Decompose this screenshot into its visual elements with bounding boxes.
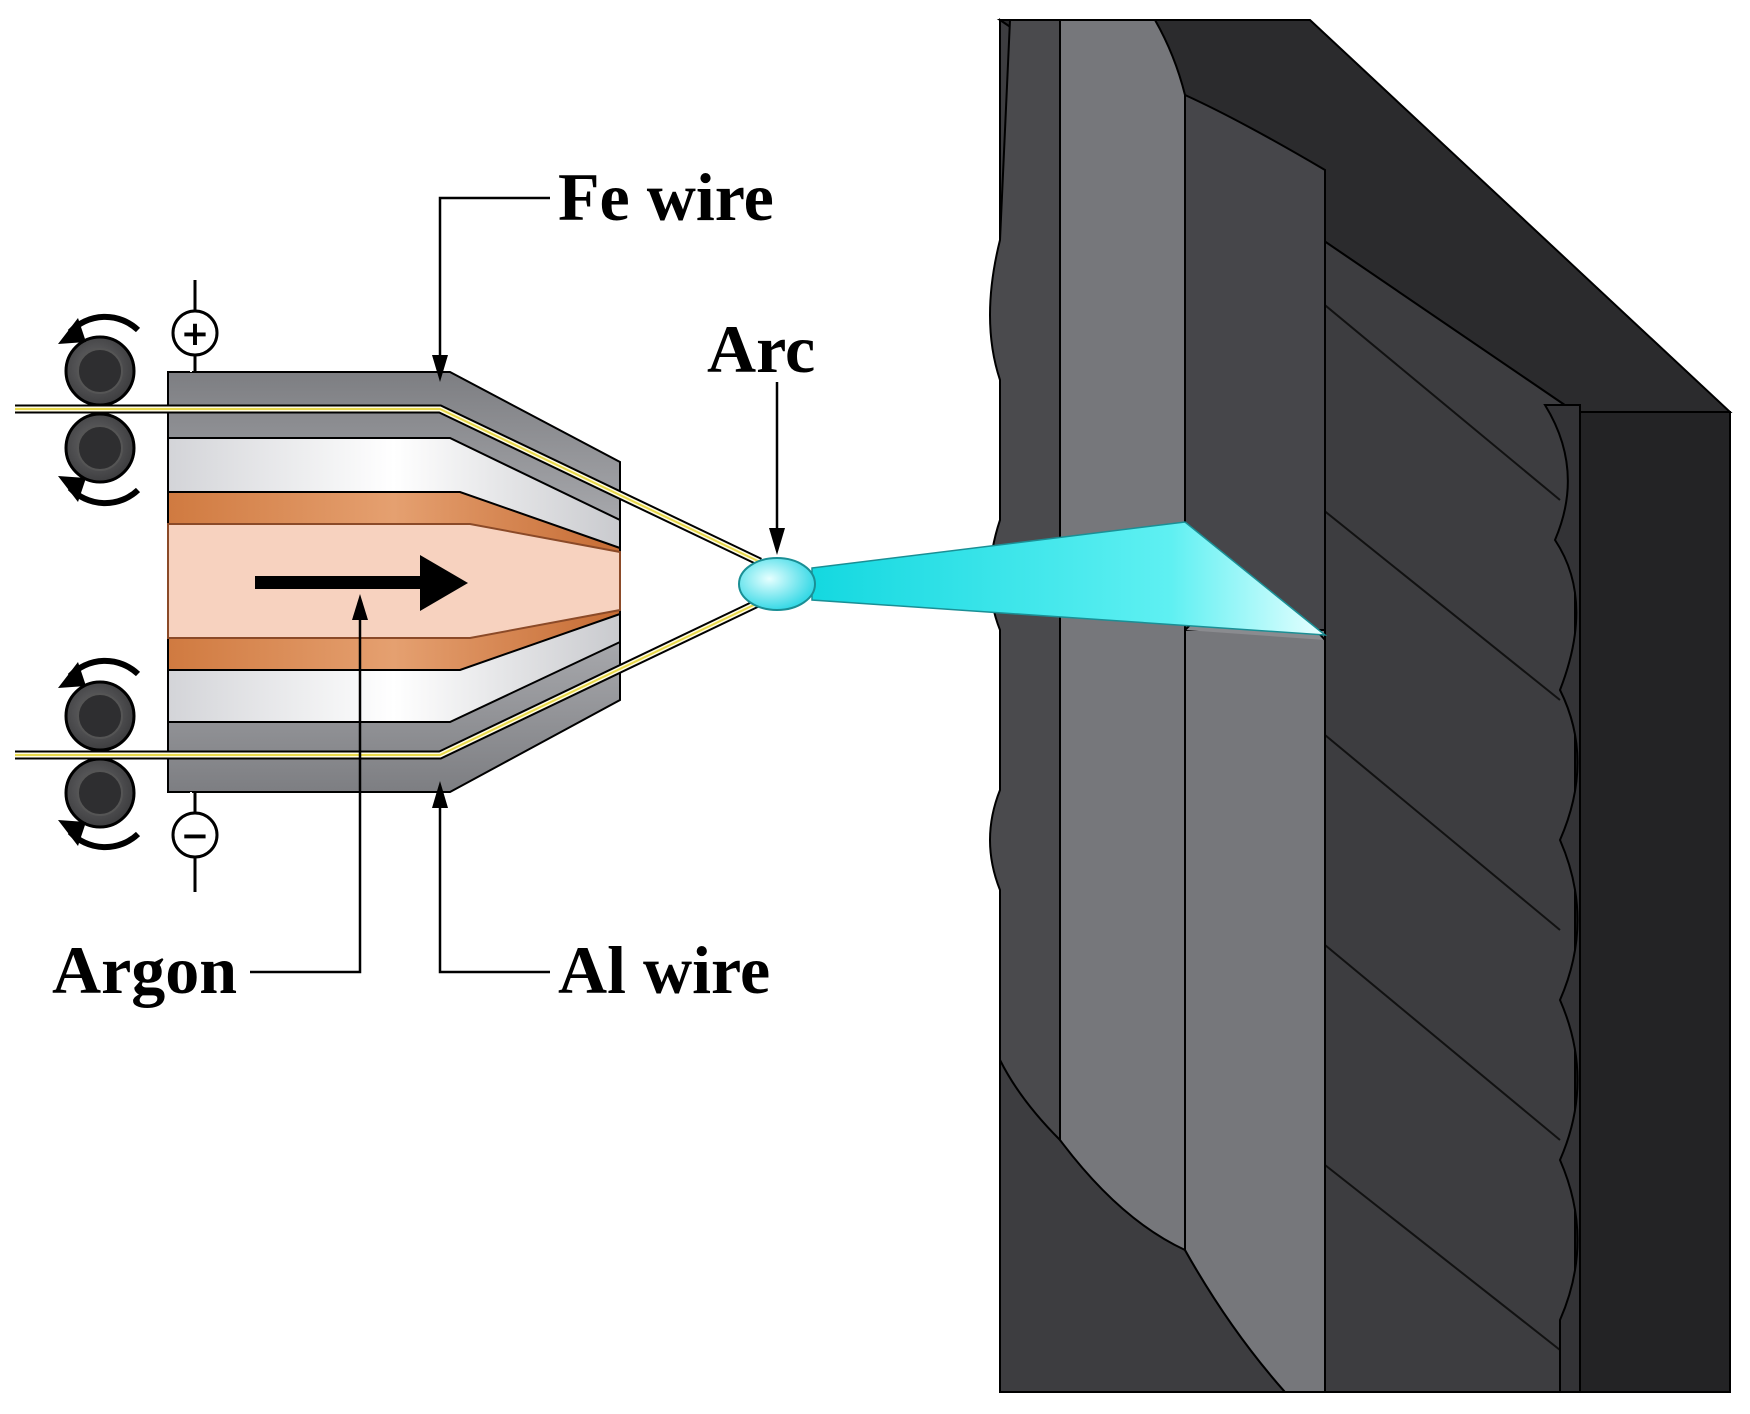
spray-gun-body [167,371,621,793]
argon-flow-arrow [255,555,468,611]
negative-sign-icon: − [181,816,210,856]
wall-side-face [1574,411,1731,1393]
negative-contact: − [171,792,219,892]
wall-scalloped-edge [1543,404,1581,1393]
deposit-column-2 [1184,93,1326,1393]
positive-contact: + [171,280,219,372]
leader-lines [250,196,779,974]
leader-arrowheads [352,355,785,808]
feed-roller-top-lower [64,412,136,484]
feed-roller-bottom-upper [64,680,136,752]
arc-label: Arc [707,311,815,387]
rotation-arrow-icons [58,313,141,851]
feed-roller-bottom-lower [64,757,136,829]
argon-label: Argon [52,932,237,1008]
deposit-column-1 [1059,19,1186,1252]
fe-wire [15,404,762,567]
positive-sign-icon: + [181,314,210,354]
fe-wire-label: Fe wire [558,159,774,235]
al-wire-label: Al wire [558,932,770,1008]
feed-roller-top-upper [64,335,136,407]
al-wire [15,597,762,760]
arc-glow [738,557,816,611]
